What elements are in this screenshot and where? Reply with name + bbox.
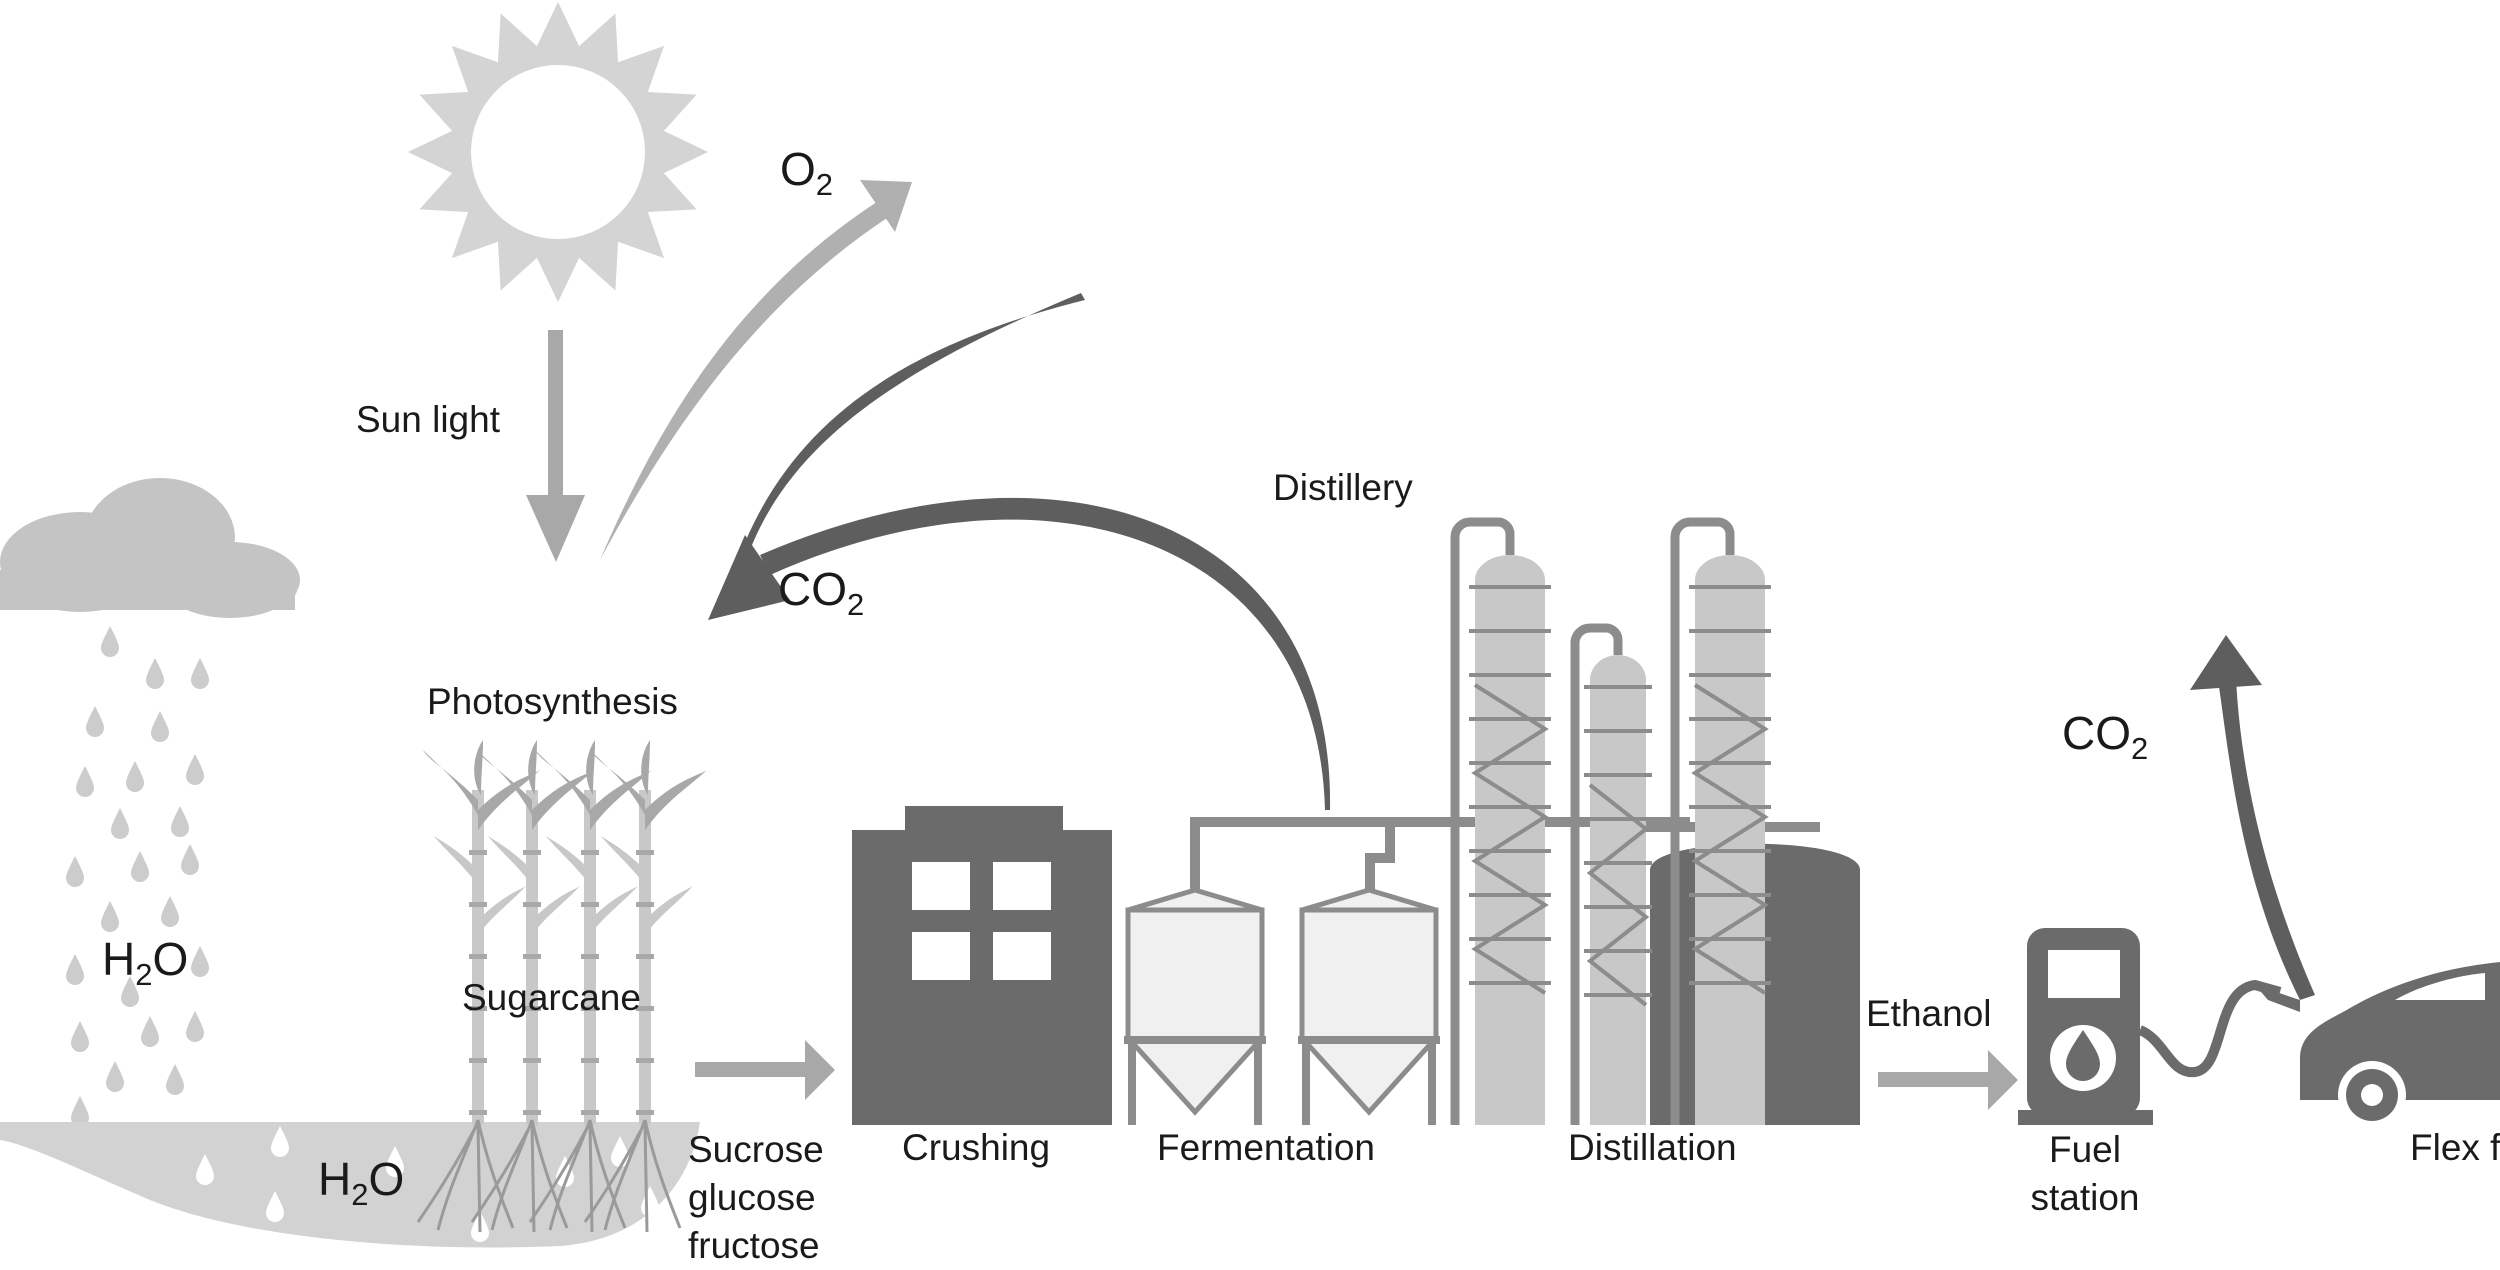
distillation-label: Distillation xyxy=(1568,1127,1737,1168)
h2o-ground-label: H2O xyxy=(318,1153,405,1212)
distillation-column xyxy=(1450,517,1551,1125)
sugars-arrow xyxy=(695,1040,835,1100)
sugarcane-stalk xyxy=(416,740,540,1233)
ethanol-label: Ethanol xyxy=(1866,993,1992,1034)
rain-drop xyxy=(191,946,209,977)
rain-drop xyxy=(161,896,179,927)
ground-water xyxy=(0,1122,700,1248)
co2-car-label: CO2 xyxy=(2062,707,2149,766)
fructose-label: fructose xyxy=(688,1225,820,1266)
rain-drop xyxy=(66,856,84,887)
distillery-label: Distillery xyxy=(1273,467,1413,508)
co2-exhaust-arrow xyxy=(2190,635,2315,1000)
car-icon xyxy=(2255,962,2500,1129)
rain-drop xyxy=(76,766,94,797)
rain-drop xyxy=(141,1016,159,1047)
sun-icon xyxy=(408,2,708,302)
sugars-label: Sucrose glucose fructose xyxy=(688,1126,824,1270)
rain-drop xyxy=(111,808,129,839)
rain-drop xyxy=(151,711,169,742)
h2o-rain-label: H2O xyxy=(102,933,189,992)
rain-drop xyxy=(186,1011,204,1042)
sugarcane-stalk xyxy=(470,740,594,1233)
cloud-icon xyxy=(0,478,300,618)
fuel-station-label: Fuel station xyxy=(2010,1126,2160,1222)
sunlight-arrow xyxy=(526,330,585,562)
fuel-pump-icon xyxy=(2018,928,2282,1125)
ethanol-arrow xyxy=(1878,1050,2018,1110)
co2-return-label: CO2 xyxy=(778,563,865,622)
fermentation-tanks-icon xyxy=(1124,817,1820,1125)
rain-drop xyxy=(191,658,209,689)
rain-drop xyxy=(101,626,119,657)
rain-drop xyxy=(171,806,189,837)
rain-drop xyxy=(86,706,104,737)
sugarcane-icon xyxy=(416,740,707,1233)
sugarcane-label: Sugarcane xyxy=(462,977,641,1018)
fermentation-label: Fermentation xyxy=(1157,1127,1375,1168)
co2-return-arrow xyxy=(708,293,1331,810)
sun-light-label: Sun light xyxy=(356,399,500,440)
oxygen-arrow xyxy=(600,180,912,560)
rain-drop xyxy=(71,1021,89,1052)
rain-drop xyxy=(66,954,84,985)
rain-drop xyxy=(146,658,164,689)
photosynthesis-label: Photosynthesis xyxy=(427,681,678,722)
rain-drop xyxy=(106,1061,124,1092)
rain-drop xyxy=(181,844,199,875)
rain-drop xyxy=(131,851,149,882)
distillation-columns-icon xyxy=(1450,517,1771,1125)
crushing-building-icon xyxy=(852,806,1112,1125)
crushing-label: Crushing xyxy=(902,1127,1051,1168)
rain-drop xyxy=(126,761,144,792)
rain-drop xyxy=(166,1064,184,1095)
rain-drop xyxy=(186,754,204,785)
flex-fuel-label: Flex f xyxy=(2410,1127,2500,1168)
rain-drop xyxy=(101,901,119,932)
station-label: station xyxy=(2030,1177,2140,1218)
rain-drops xyxy=(66,626,209,1127)
distillation-column xyxy=(1570,623,1652,1125)
sucrose-label: Sucrose xyxy=(688,1129,824,1170)
sugarcane-stalk xyxy=(528,740,652,1233)
distillation-column xyxy=(1670,517,1771,1125)
sugarcane-stalk xyxy=(583,740,707,1233)
fuel-label: Fuel xyxy=(2049,1129,2121,1170)
glucose-label: glucose xyxy=(688,1177,816,1218)
o2-label: O2 xyxy=(780,143,834,202)
